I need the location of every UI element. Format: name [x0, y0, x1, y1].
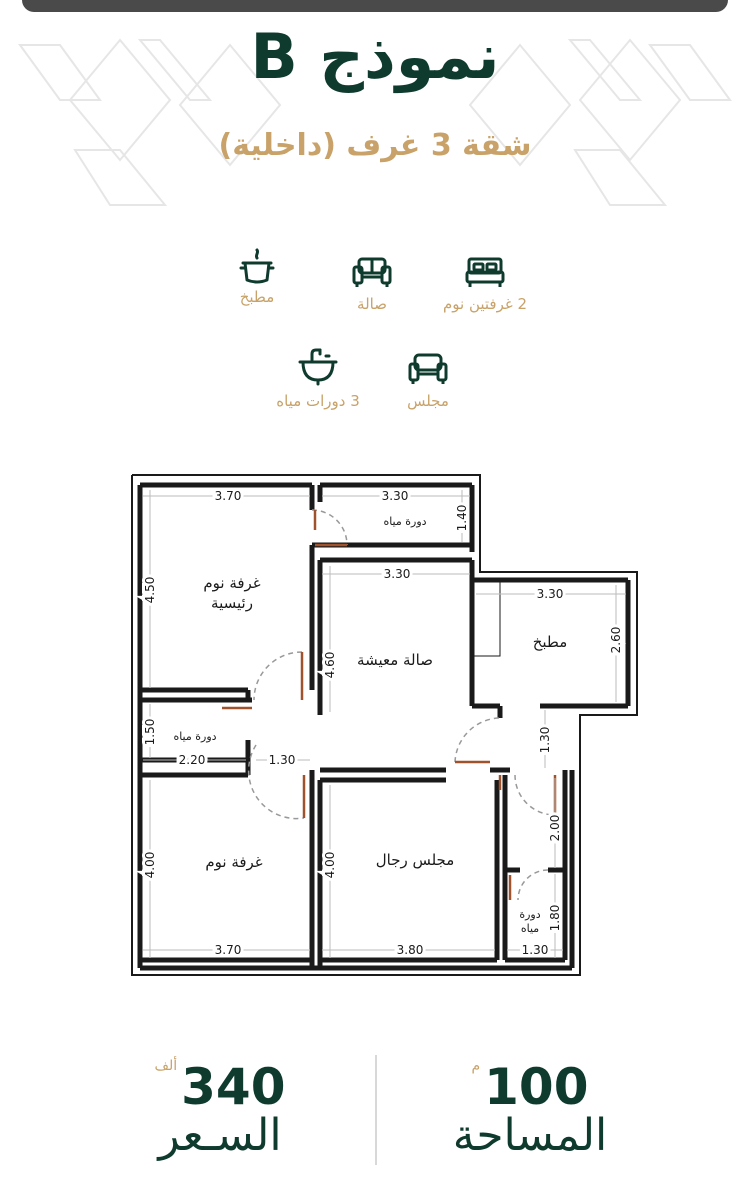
room-label-majlis: مجلس رجال — [376, 851, 455, 869]
dim-kitchen-h: 2.60 — [609, 627, 623, 654]
dim-right-h1: 2.00 — [548, 815, 562, 842]
price-caption: السـعر — [158, 1110, 282, 1161]
price-unit: ألف — [154, 1058, 178, 1074]
dim-right-h2: 1.80 — [548, 905, 562, 932]
room-label-bath-right: دورة — [519, 908, 540, 921]
area-caption: المساحة — [452, 1110, 608, 1161]
dim-right-w: 1.30 — [522, 943, 549, 957]
room-label-kitchen: مطبخ — [533, 633, 568, 651]
feature-majlis-label: مجلس — [407, 392, 449, 410]
dim-majlis-h: 4.00 — [323, 852, 337, 879]
diamond-pattern-background — [18, 38, 732, 206]
feature-bedrooms: 2 غرفتين نوم — [410, 255, 560, 313]
stats-divider — [375, 1055, 377, 1165]
dim-corridor-w: 1.30 — [269, 753, 296, 767]
feature-bathrooms-label: 3 دورات مياه — [276, 392, 360, 410]
top-bar — [22, 0, 728, 12]
dim-majlis-w: 3.80 — [397, 943, 424, 957]
dim-bedroom-w: 3.70 — [215, 943, 242, 957]
dim-bath-left-w: 2.20 — [179, 753, 206, 767]
area-value: 100 — [484, 1058, 589, 1116]
feature-bathrooms: 3 دورات مياه — [243, 348, 393, 410]
sofa-icon — [352, 257, 392, 287]
armchair-icon — [408, 353, 448, 384]
cooking-pot-icon — [239, 248, 275, 284]
price-value: 340 — [181, 1058, 286, 1116]
area-stat: 100م المساحة — [430, 1058, 630, 1161]
feature-majlis: مجلس — [353, 352, 503, 410]
room-label-bath-top: دورة مياه — [383, 515, 426, 528]
door-swing — [253, 651, 303, 701]
bed-icon — [465, 257, 505, 287]
room-label-master-bedroom: غرفة نوم — [203, 574, 260, 592]
sink-icon — [298, 348, 338, 386]
dim-master-h: 4.50 — [143, 577, 157, 604]
door-swing — [454, 717, 501, 763]
room-label-bath-left: دورة مياه — [173, 730, 216, 743]
dim-corridor-right-h: 1.30 — [538, 727, 552, 754]
feature-kitchen: مطبخ — [182, 248, 332, 306]
dim-living-h: 4.60 — [323, 652, 337, 679]
outer-frame — [131, 474, 638, 976]
dim-bath-top-h: 1.40 — [455, 505, 469, 532]
door-swing — [514, 774, 556, 816]
page-subtitle: شقة 3 غرف (داخلية) — [218, 128, 532, 163]
dim-bath-left-h: 1.50 — [143, 719, 157, 746]
room-label-bath-right-2: مياه — [521, 922, 539, 935]
room-label-living: صالة معيشة — [357, 651, 433, 669]
feature-kitchen-label: مطبخ — [239, 288, 275, 306]
room-label-bedroom: غرفة نوم — [205, 853, 262, 871]
door-swing — [311, 509, 348, 546]
page-title: نموذج B — [250, 20, 500, 93]
area-unit: م — [471, 1058, 481, 1074]
room-label-master-bedroom-2: رئيسية — [211, 594, 253, 612]
dim-bedroom-h: 4.00 — [143, 852, 157, 879]
dim-kitchen-w: 3.30 — [537, 587, 564, 601]
dim-living-w: 3.30 — [384, 567, 411, 581]
kitchen-counter — [473, 581, 501, 657]
feature-hall: صالة — [297, 255, 447, 313]
feature-hall-label: صالة — [357, 295, 387, 313]
price-stat: 340ألف السـعر — [120, 1058, 320, 1161]
feature-bedrooms-label: 2 غرفتين نوم — [442, 295, 528, 313]
door-swing — [517, 869, 549, 901]
dim-bath-top-w: 3.30 — [382, 489, 409, 503]
door-swing — [247, 744, 305, 820]
dim-master-w: 3.70 — [215, 489, 242, 503]
